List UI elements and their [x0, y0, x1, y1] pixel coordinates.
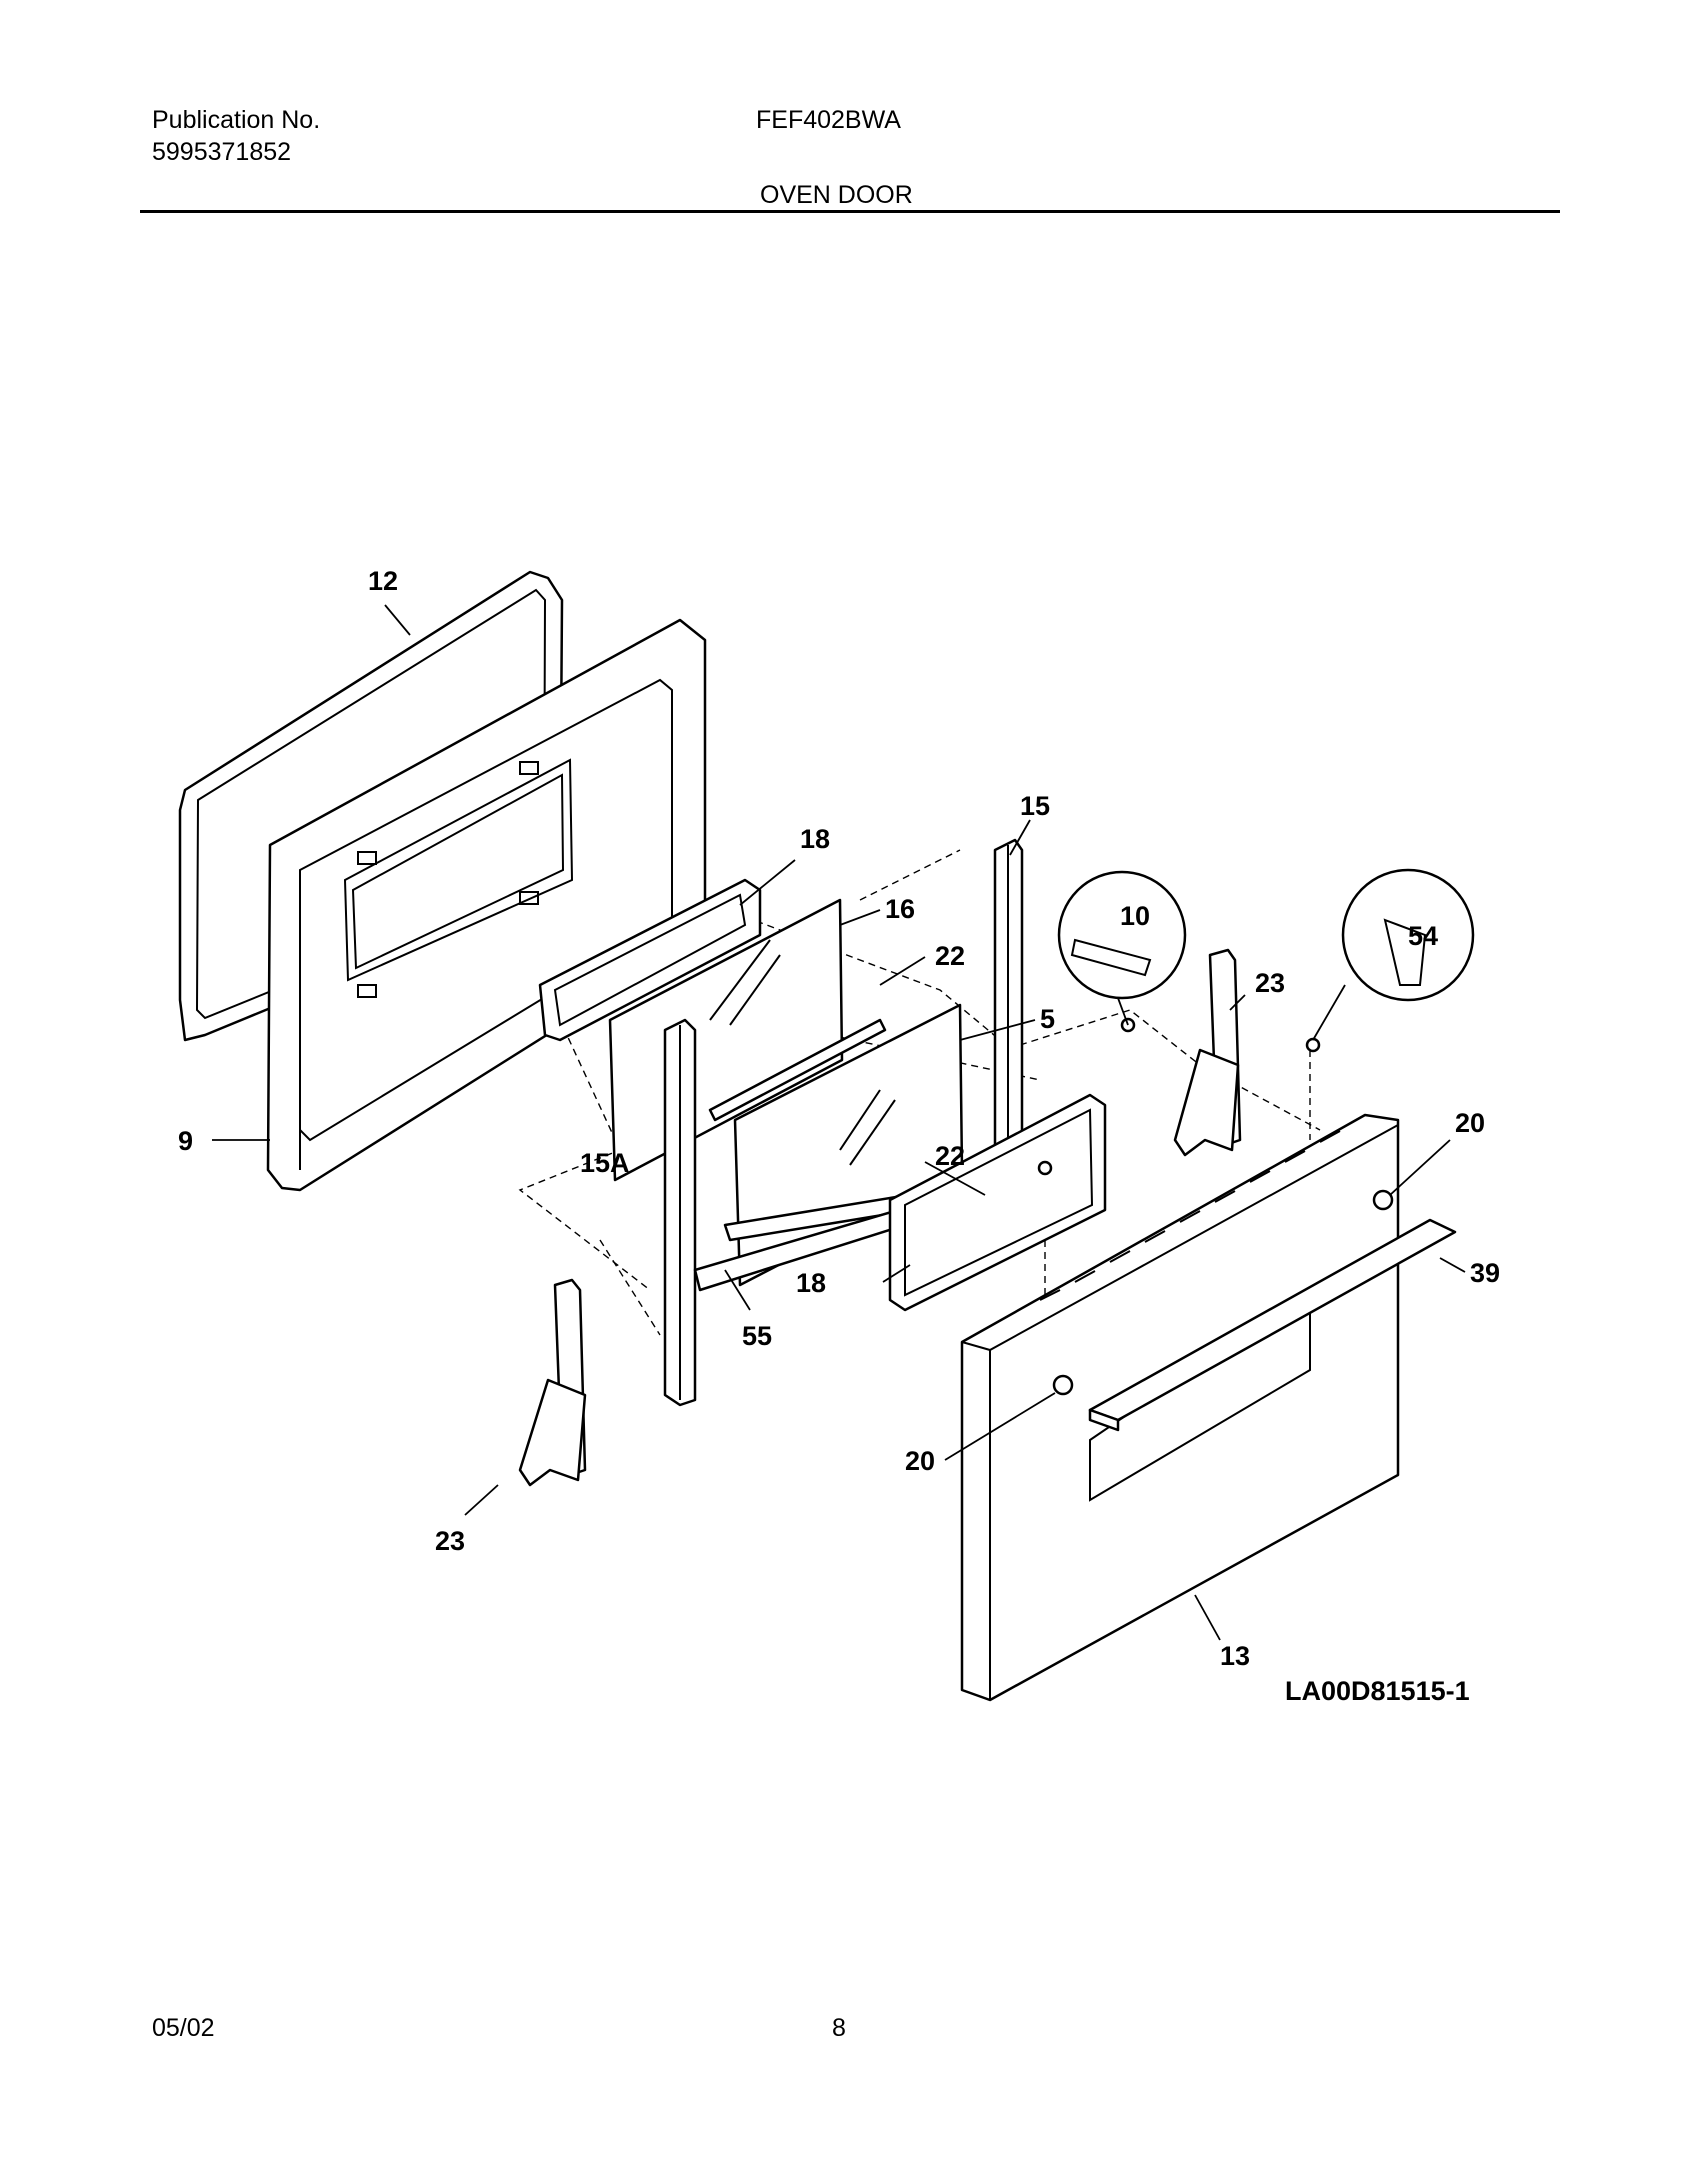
callout-18-back: 18 — [800, 824, 830, 854]
part-15A-left-door-channel — [663, 1018, 697, 1407]
detail-bubble-10 — [1057, 870, 1187, 1000]
publication-label: Publication No. — [152, 106, 321, 134]
callout-15: 15 — [1020, 791, 1050, 821]
callout-23-right: 23 — [1255, 968, 1285, 998]
callout-55: 55 — [742, 1321, 772, 1351]
callout-54: 54 — [1408, 921, 1438, 951]
callout-12: 12 — [368, 566, 398, 596]
detail-bubble-54 — [1341, 868, 1475, 1002]
model-number: FEF402BWA — [756, 106, 901, 134]
part-23-hinge-right — [1173, 948, 1242, 1157]
screw-small-icons — [1037, 1017, 1321, 1176]
part-22-glass-bracket-top — [708, 1018, 887, 1122]
part-23-hinge-left — [518, 1278, 587, 1487]
part-20-bumpers — [1052, 1189, 1394, 1396]
callout-16: 16 — [885, 894, 915, 924]
callout-22-bottom: 22 — [935, 1141, 965, 1171]
callout-10: 10 — [1120, 901, 1150, 931]
part-18-window-gasket-back — [538, 878, 762, 1042]
leader-lines — [212, 604, 1466, 1641]
callout-18-front: 18 — [796, 1268, 826, 1298]
callout-labels: 12 9 18 16 22 15 5 15A 22 18 55 10 54 23… — [178, 566, 1500, 1706]
callout-23-left: 23 — [435, 1526, 465, 1556]
callout-9: 9 — [178, 1126, 193, 1156]
drawing-id: LA00D81515-1 — [1285, 1676, 1470, 1706]
header-rule — [140, 210, 1560, 213]
callout-20-left: 20 — [905, 1446, 935, 1476]
publication-number: 5995371852 — [152, 138, 292, 166]
callout-22-top: 22 — [935, 941, 965, 971]
footer-page-number: 8 — [832, 2014, 846, 2042]
callout-5: 5 — [1040, 1004, 1055, 1034]
callout-39: 39 — [1470, 1258, 1500, 1288]
callout-20-right: 20 — [1455, 1108, 1485, 1138]
callout-13: 13 — [1220, 1641, 1250, 1671]
callout-15A: 15A — [580, 1148, 630, 1178]
part-18-window-gasket-front — [888, 1093, 1107, 1312]
footer-date: 05/02 — [152, 2014, 215, 2042]
part-39-door-handle — [1088, 1218, 1457, 1432]
section-title: OVEN DOOR — [760, 181, 913, 209]
